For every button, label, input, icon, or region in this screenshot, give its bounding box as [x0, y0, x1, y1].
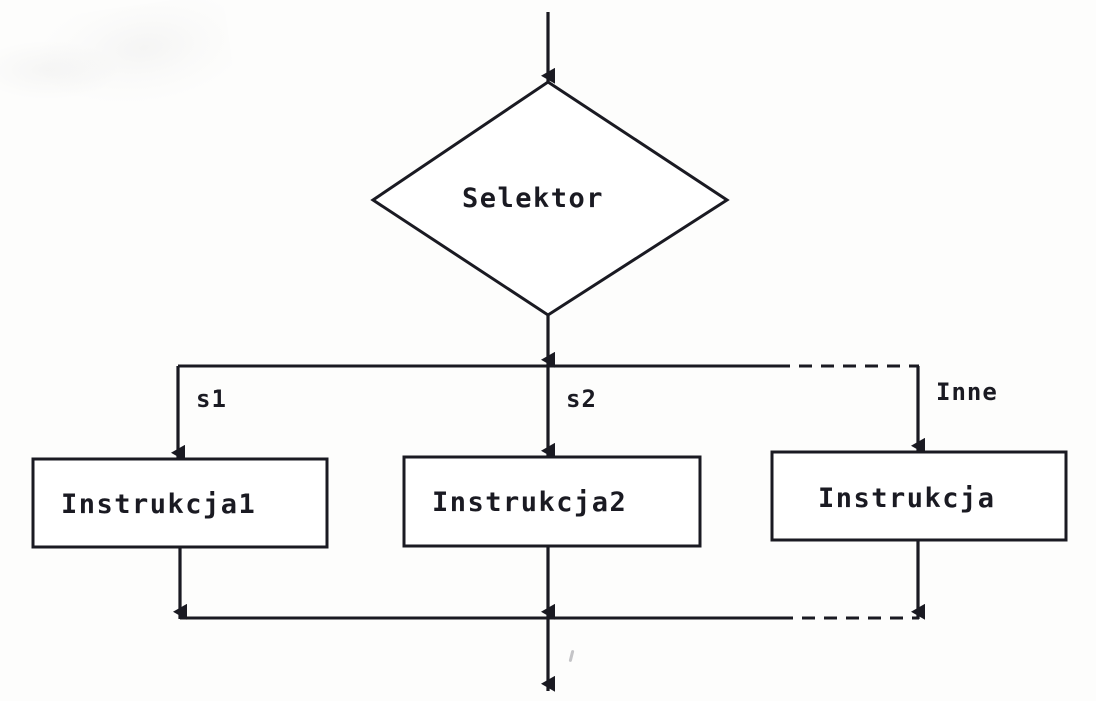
process-box-2-label: Instrukcja2 [432, 487, 628, 518]
edge-label-case-s2: s2 [566, 385, 597, 413]
decision-diamond-label: Selektor [462, 183, 605, 214]
process-box-1-shape [31, 457, 329, 549]
edge-label-case-s1: s1 [196, 385, 227, 413]
edge-label-default-inne: Inne [936, 378, 998, 406]
process-box-1-label: Instrukcja1 [61, 489, 257, 520]
process-box-3-label: Instrukcja [818, 483, 996, 514]
process-box-2-shape [402, 455, 702, 548]
